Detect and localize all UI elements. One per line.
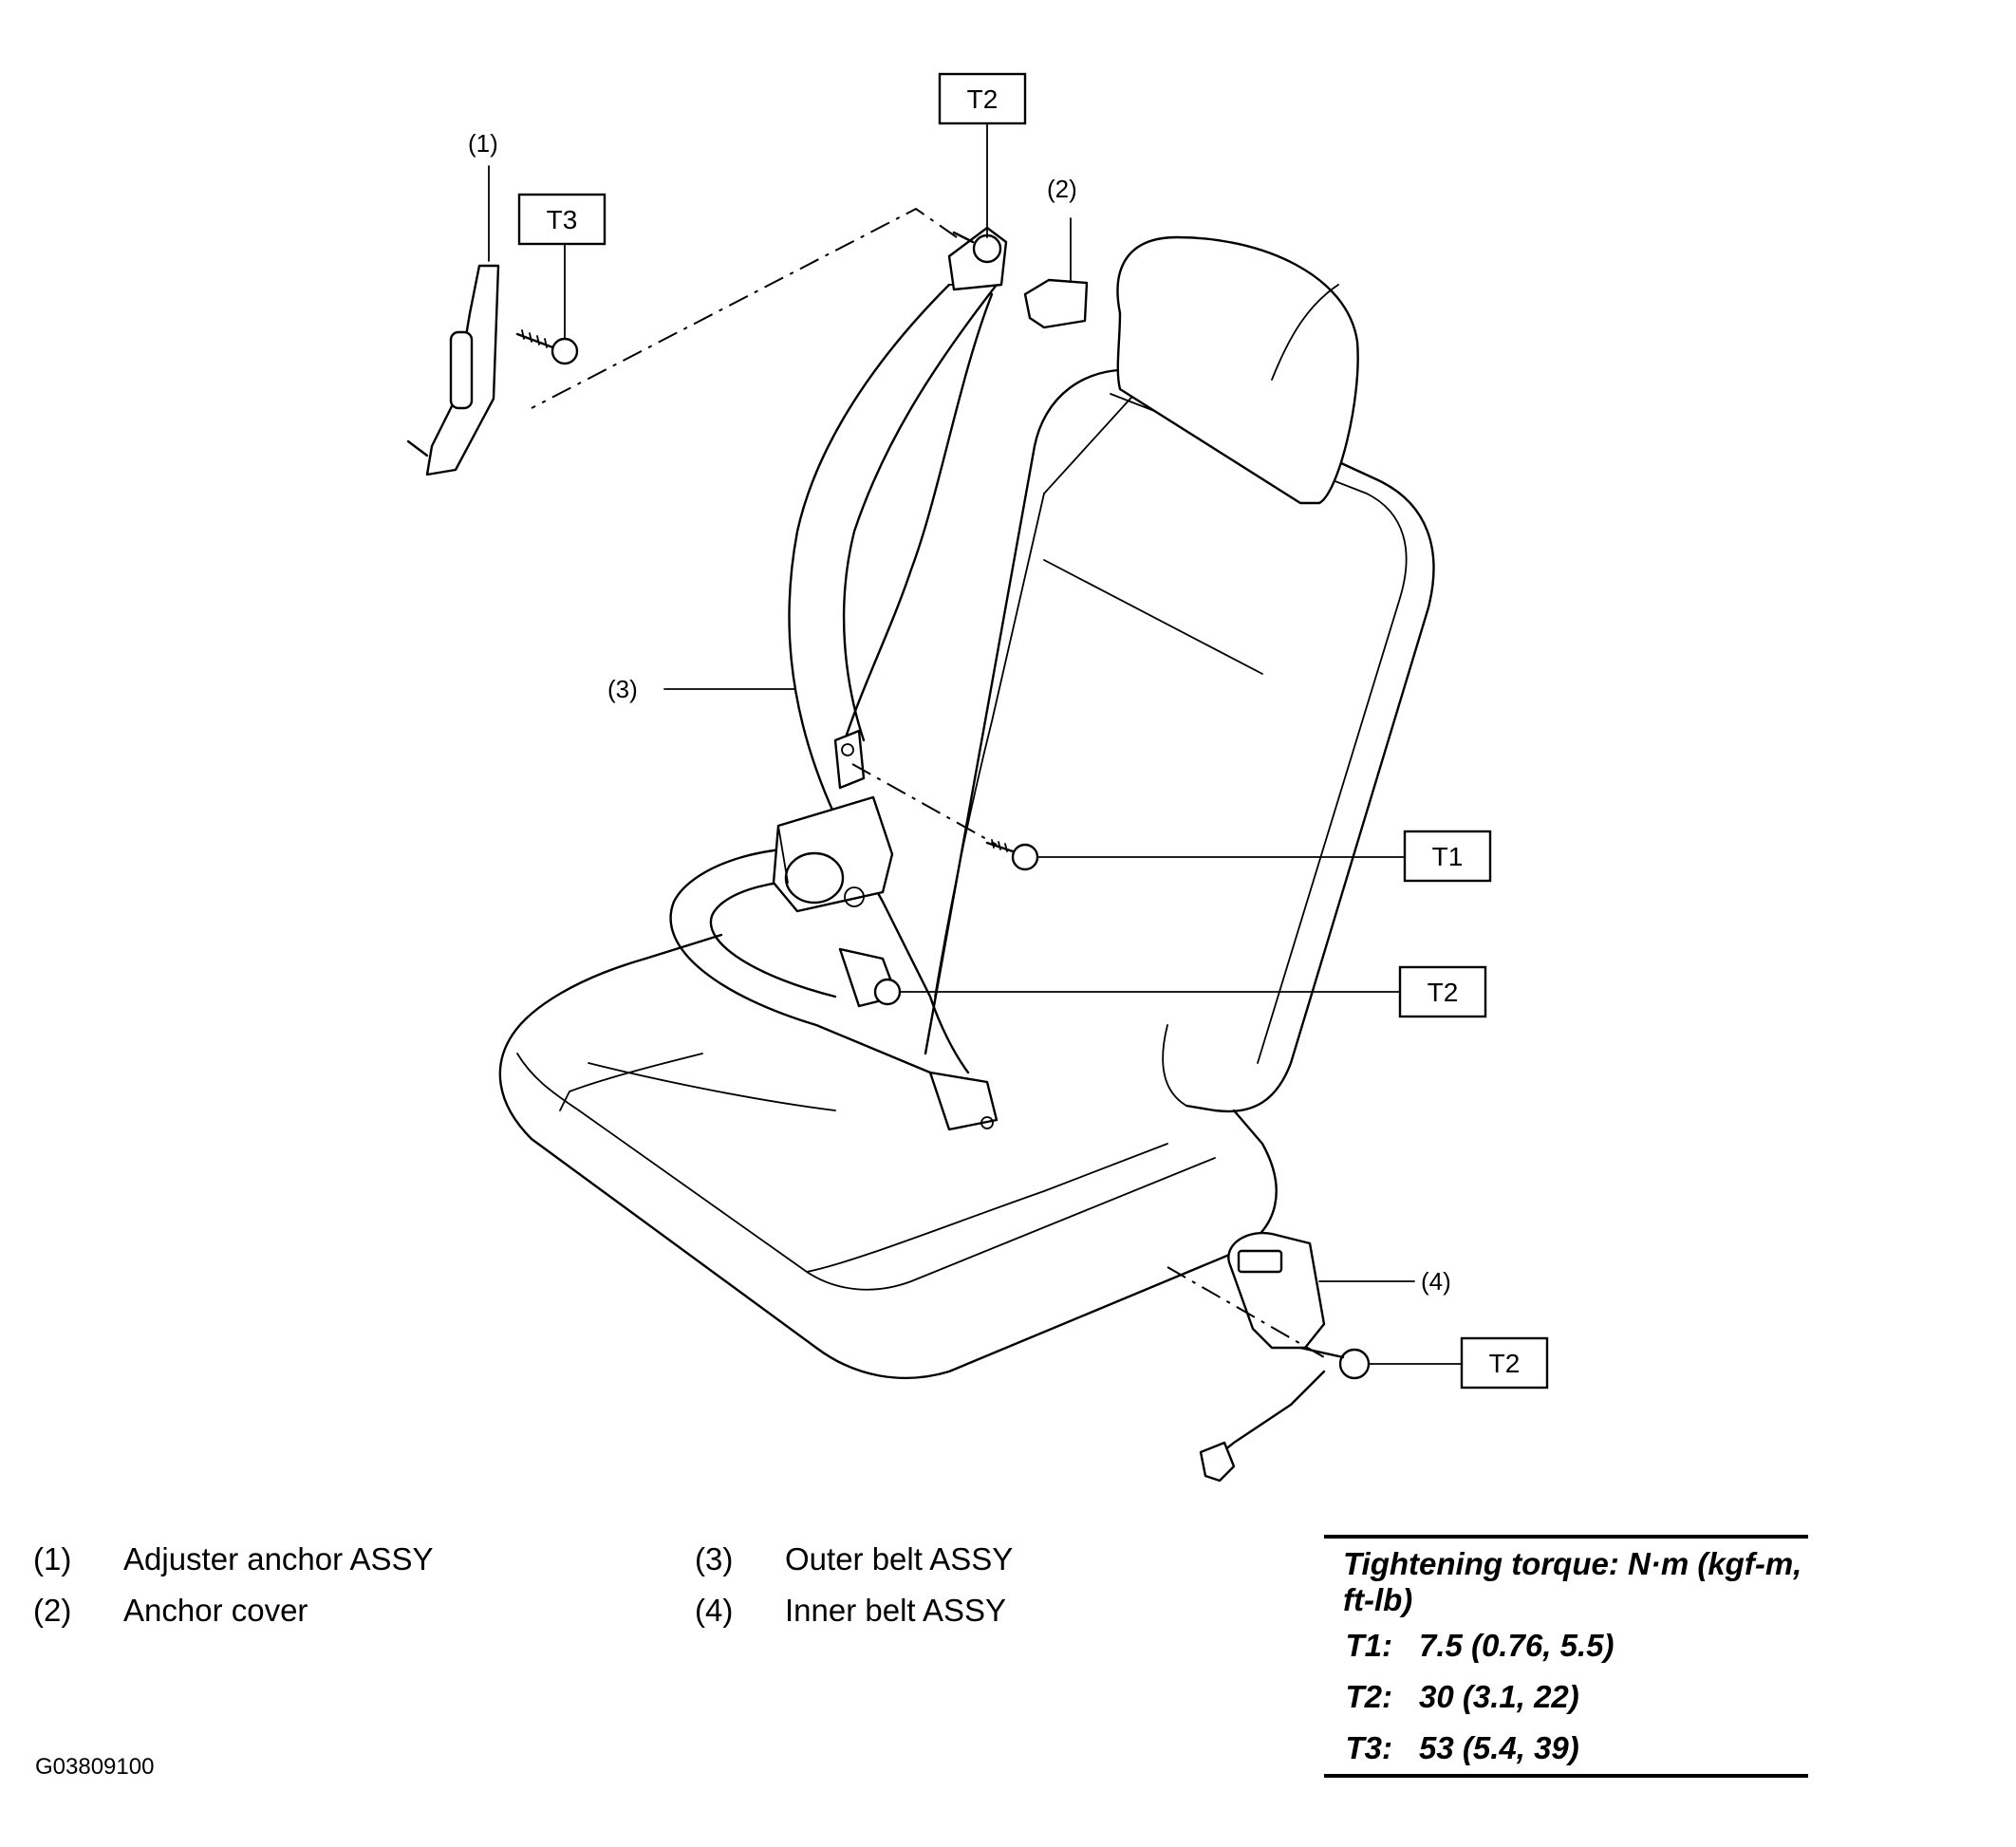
legend-num: (3) [695, 1541, 734, 1576]
torque-row-t1: T1: 7.5 (0.76, 5.5) [1324, 1620, 1808, 1671]
callout-2: (2) [1047, 175, 1077, 203]
torque-table-title: Tightening torque: N·m (kgf-m, ft-lb) [1343, 1546, 1802, 1617]
svg-text:T2: T2 [1428, 978, 1459, 1007]
torque-key: T3: [1345, 1730, 1393, 1765]
t3-bolt [515, 329, 579, 365]
legend-item-1: (1) Adjuster anchor ASSY [33, 1534, 434, 1585]
torque-row-t3: T3: 53 (5.4, 39) [1324, 1723, 1808, 1774]
upper-anchor [947, 226, 1008, 291]
torque-table: Tightening torque: N·m (kgf-m, ft-lb) T1… [1324, 1535, 1808, 1778]
callout-4: (4) [1421, 1267, 1451, 1296]
svg-text:T3: T3 [547, 205, 578, 234]
headrest [1116, 235, 1359, 505]
t1-bolt [985, 839, 1039, 871]
t1-bolt-guide-line [851, 763, 998, 846]
callout-1: (1) [468, 129, 498, 158]
torque-key: T1: [1345, 1628, 1393, 1663]
legend-label: Anchor cover [123, 1593, 308, 1628]
anchor-cover [1023, 278, 1089, 329]
adjuster-anchor [406, 264, 500, 476]
legend-label: Outer belt ASSY [785, 1541, 1014, 1576]
legend-num: (2) [33, 1593, 72, 1628]
torque-value: 53 (5.4, 39) [1419, 1730, 1579, 1765]
torque-tag-t1: T1 [1403, 830, 1492, 883]
legend-num: (4) [695, 1593, 734, 1628]
adjuster-guide-line [531, 207, 958, 409]
torque-value: 7.5 (0.76, 5.5) [1419, 1628, 1615, 1663]
torque-tag-low-t2: T2 [1460, 1336, 1549, 1390]
svg-text:T2: T2 [1489, 1349, 1521, 1378]
svg-text:T2: T2 [967, 84, 999, 114]
seat-belt-exploded-diagram: (1) (2) (3) (4) T2 T3 T1 T2 T2 [406, 72, 1549, 1483]
svg-text:T1: T1 [1432, 842, 1464, 871]
seat-back [924, 368, 1435, 1113]
legend-right: (3) Outer belt ASSY (4) Inner belt ASSY [695, 1534, 1013, 1636]
torque-tag-top-t2: T2 [938, 72, 1027, 125]
inner-belt-buckle [1199, 1231, 1371, 1483]
legend-label: Inner belt ASSY [785, 1593, 1006, 1628]
belt-guide-plate [833, 729, 866, 790]
lower-anchor-bolt [838, 947, 902, 1008]
retractor [772, 795, 894, 913]
legend-item-2: (2) Anchor cover [33, 1585, 434, 1636]
legend-left: (1) Adjuster anchor ASSY (2) Anchor cover [33, 1534, 434, 1636]
figure-code: G03809100 [35, 1754, 155, 1780]
legend-num: (1) [33, 1541, 72, 1576]
seat-cushion [498, 933, 1278, 1380]
torque-tag-t3: T3 [517, 193, 607, 246]
legend-item-3: (3) Outer belt ASSY [695, 1534, 1013, 1585]
torque-tag-mid-t2: T2 [1398, 965, 1487, 1018]
callout-3: (3) [607, 675, 638, 703]
legend-item-4: (4) Inner belt ASSY [695, 1585, 1013, 1636]
buckle-guide-line [1167, 1266, 1325, 1358]
outer-belt-webbing [669, 283, 999, 1131]
torque-key: T2: [1345, 1679, 1393, 1714]
legend-label: Adjuster anchor ASSY [123, 1541, 434, 1576]
torque-value: 30 (3.1, 22) [1419, 1679, 1579, 1714]
torque-row-t2: T2: 30 (3.1, 22) [1324, 1671, 1808, 1723]
